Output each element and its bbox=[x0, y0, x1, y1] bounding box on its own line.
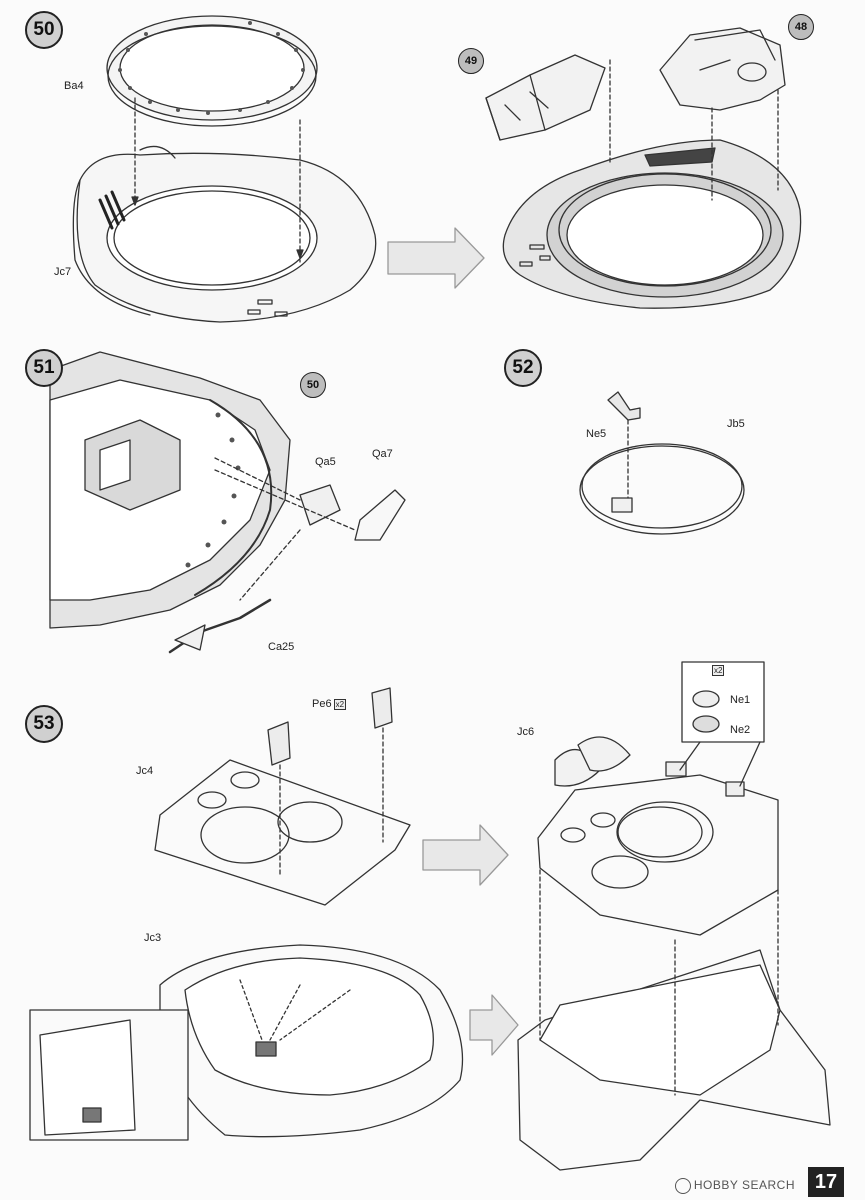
hull-top-jc7-drawing bbox=[72, 97, 377, 323]
pe6-label-text: Pe6 bbox=[312, 698, 332, 710]
part-label-ne5: Ne5 bbox=[586, 428, 607, 440]
multiplier-badge: x2 bbox=[712, 664, 725, 676]
hatch-jb5-drawing bbox=[579, 391, 745, 535]
assembly-53-drawing bbox=[517, 736, 831, 1171]
step-50-number: 50 bbox=[25, 11, 63, 49]
step-51-number: 51 bbox=[25, 349, 63, 387]
page-number: 17 bbox=[808, 1167, 844, 1197]
part-label-ba4: Ba4 bbox=[64, 80, 84, 92]
flow-arrow bbox=[469, 994, 519, 1056]
ref-step-49-badge: 49 bbox=[458, 48, 484, 74]
step-52-number: 52 bbox=[504, 349, 542, 387]
inset-detail-drawing bbox=[29, 1009, 189, 1141]
watermark: HOBBY SEARCH bbox=[674, 1178, 795, 1194]
multiplier-badge: x2 bbox=[333, 698, 347, 710]
ring-ba4-drawing bbox=[106, 15, 318, 127]
assembly-51-drawing bbox=[49, 351, 406, 654]
flow-arrow bbox=[422, 824, 509, 886]
part-label-ne2: Ne2 bbox=[730, 724, 751, 736]
assembly-50-drawing bbox=[485, 27, 802, 309]
ne-multiplier: x2 bbox=[710, 664, 725, 676]
watermark-text: HOBBY SEARCH bbox=[693, 1178, 795, 1193]
ref-step-50-badge: 50 bbox=[300, 372, 326, 398]
part-label-ne1: Ne1 bbox=[730, 694, 751, 706]
plate-jc4-drawing bbox=[154, 687, 411, 906]
ref-step-48-badge: 48 bbox=[788, 14, 814, 40]
part-label-jc6: Jc6 bbox=[517, 726, 535, 738]
part-label-jb5: Jb5 bbox=[727, 418, 745, 430]
part-label-qa7: Qa7 bbox=[372, 448, 393, 460]
part-label-ca25: Ca25 bbox=[268, 641, 295, 653]
part-label-jc4: Jc4 bbox=[136, 765, 154, 777]
part-label-qa5: Qa5 bbox=[315, 456, 336, 468]
ne-callout-drawing bbox=[679, 661, 765, 787]
part-label-jc7: Jc7 bbox=[54, 266, 72, 278]
part-label-jc3: Jc3 bbox=[144, 932, 162, 944]
flow-arrow bbox=[387, 227, 485, 289]
hobby-search-logo-icon bbox=[674, 1178, 691, 1194]
hull-jc3-drawing bbox=[159, 944, 464, 1138]
step-53-number: 53 bbox=[25, 705, 63, 743]
